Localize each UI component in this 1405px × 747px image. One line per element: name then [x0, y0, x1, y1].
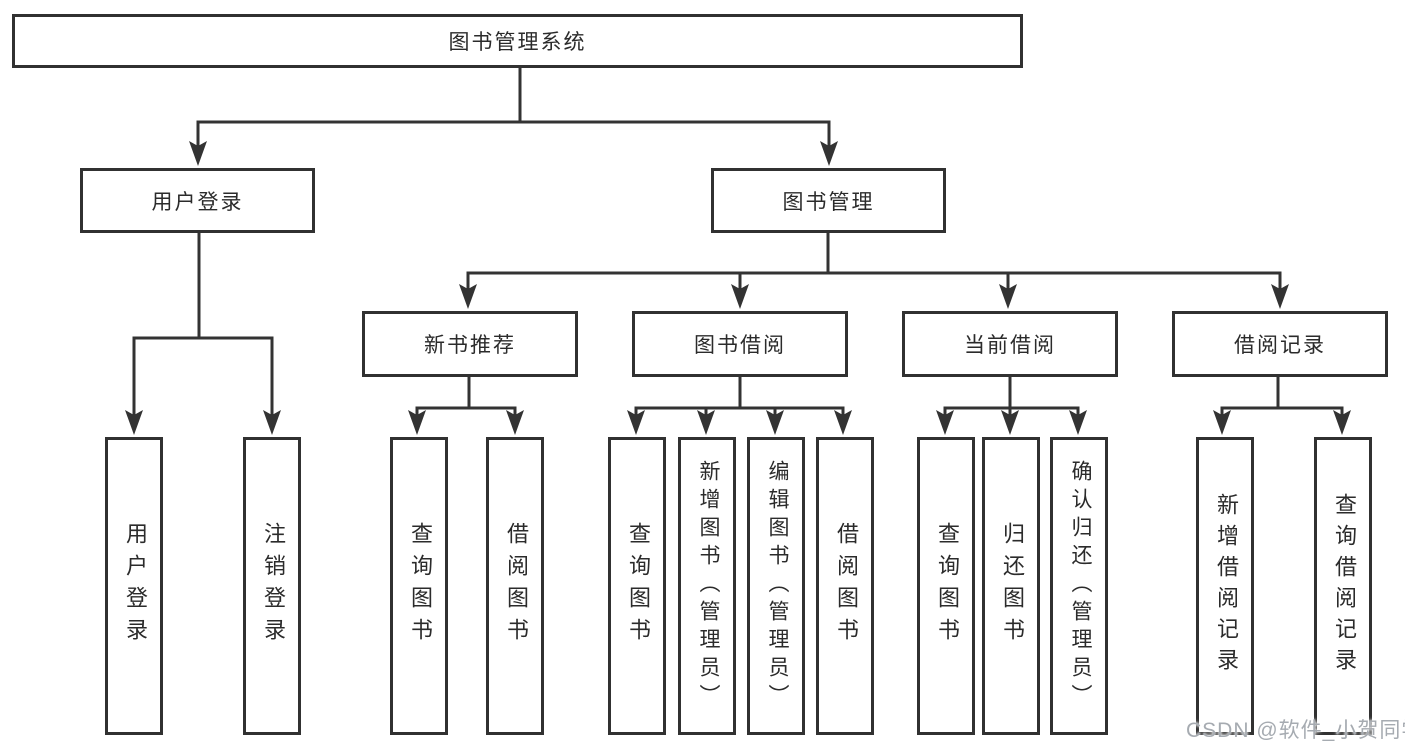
node-root: 图书管理系统	[12, 14, 1023, 68]
leaf-confirm-return-admin: 确认归还（管理员）	[1050, 437, 1108, 735]
node-borrowing-records: 借阅记录	[1172, 311, 1388, 377]
node-user-login: 用户登录	[80, 168, 315, 233]
node-current-borrowing: 当前借阅	[902, 311, 1118, 377]
leaf-edit-book-admin: 编辑图书（管理员）	[747, 437, 805, 735]
leaf-add-book-admin: 新增图书（管理员）	[678, 437, 736, 735]
leaf-add-borrow-record: 新增借阅记录	[1196, 437, 1254, 735]
leaf-return-books: 归还图书	[982, 437, 1040, 735]
node-book-borrowing: 图书借阅	[632, 311, 848, 377]
leaf-query-books-borrow: 查询图书	[608, 437, 666, 735]
leaf-query-books-current: 查询图书	[917, 437, 975, 735]
leaf-logout: 注销登录	[243, 437, 301, 735]
node-book-management: 图书管理	[711, 168, 946, 233]
leaf-query-books-recommend: 查询图书	[390, 437, 448, 735]
leaf-borrow-books: 借阅图书	[816, 437, 874, 735]
node-new-book-recommendation: 新书推荐	[362, 311, 578, 377]
leaf-borrow-books-recommend: 借阅图书	[486, 437, 544, 735]
watermark: CSDN @软件_小贺同学	[1186, 719, 1405, 742]
leaf-query-borrow-record: 查询借阅记录	[1314, 437, 1372, 735]
leaf-user-login: 用户登录	[105, 437, 163, 735]
